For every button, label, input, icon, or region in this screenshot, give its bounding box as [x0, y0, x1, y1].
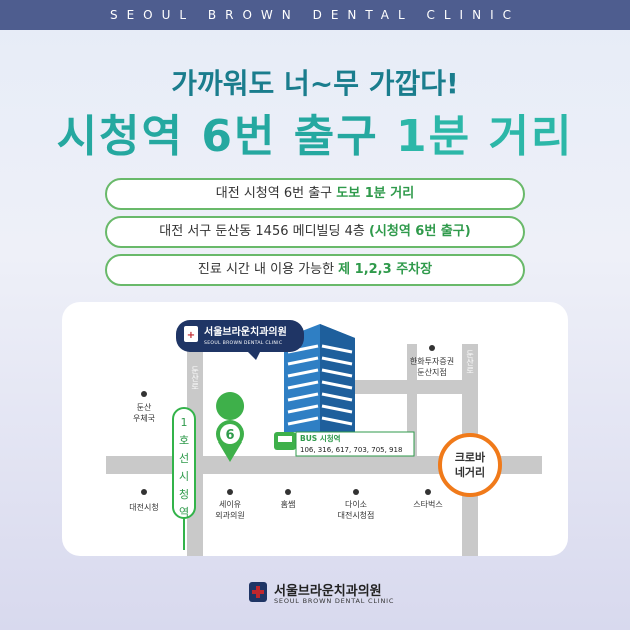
info-pill-walk: 대전 시청역 6번 출구 도보 1분 거리 [105, 178, 525, 210]
landmark-label: 세이유 [219, 499, 241, 509]
footer-clinic-name-ko: 서울브라운치과의원 [274, 584, 382, 599]
subway-char: 시 [179, 470, 189, 483]
footer-clinic-logo: 서울브라운치과의원 SEOUL BROWN DENTAL CLINIC [248, 580, 398, 610]
road-side-street [407, 344, 417, 456]
road-horizontal-main [106, 456, 542, 474]
top-banner: SEOUL BROWN DENTAL CLINIC [0, 0, 630, 30]
bus-stop-title: BUS 시청역 [300, 433, 341, 443]
clinic-building-icon [284, 324, 355, 432]
landmark-post-office: 둔산 우체국 [133, 391, 155, 423]
headline-station-exit: 시청역 6번 출구 [56, 111, 379, 162]
headline-main: 시청역 6번 출구 1분 거리 [0, 100, 630, 164]
footer-clinic-name-en: SEOUL BROWN DENTAL CLINIC [274, 597, 395, 605]
clinic-map-badge: + 서울브라운치과의원 SEOUL BROWN DENTAL CLINIC [176, 320, 304, 360]
landmark-label: 둔산지점 [417, 367, 446, 377]
info-pill-highlight: 제 1,2,3 주차장 [338, 262, 433, 277]
location-map: 둔산로 둔산로 + 서울브라운치과의원 SEOUL BROWN DENTAL [62, 302, 568, 556]
clinic-badge-en: SEOUL BROWN DENTAL CLINIC [204, 340, 282, 346]
landmark-dot-icon [141, 391, 147, 397]
landmark-label: 우체국 [133, 413, 155, 423]
landmark-dot-icon [285, 489, 291, 495]
landmark-daiso: 다이소 대전시청점 [338, 489, 375, 520]
landmark-city-hall: 대전시청 [129, 489, 159, 512]
landmark-label: 다이소 [345, 499, 367, 509]
subway-line-marker: 1 호 선 시 청 역 [172, 407, 196, 550]
landmark-dot-icon [425, 489, 431, 495]
crossroad-line1: 크로바 [455, 450, 486, 464]
subway-char: 청 [179, 488, 189, 501]
clinic-badge-ko: 서울브라운치과의원 [204, 325, 287, 338]
landmark-label: 홈쌤 [281, 499, 296, 509]
info-pill-text: 대전 시청역 6번 출구 [215, 186, 337, 201]
crossroad-marker: 크로바 네거리 [438, 433, 502, 497]
headline-distance: 1분 거리 [396, 111, 574, 162]
map-canvas: 둔산로 둔산로 + 서울브라운치과의원 SEOUL BROWN DENTAL [106, 320, 542, 556]
landmark-homeplus: 홈쌤 [281, 489, 296, 509]
road-label-left: 둔산로 [190, 366, 199, 390]
subway-char: 선 [179, 452, 189, 465]
landmark-dot-icon [227, 489, 233, 495]
landmark-label: 둔산 [137, 402, 152, 412]
landmark-label: 대전시청점 [338, 510, 375, 520]
landmark-label: 스타벅스 [413, 499, 442, 509]
crossroad-line2: 네거리 [455, 465, 485, 479]
landmark-label: 한화투자증권 [410, 356, 454, 366]
clinic-logo-icon [184, 326, 198, 342]
subway-char: 역 [179, 506, 189, 519]
landmark-dot-icon [141, 489, 147, 495]
info-pill-address: 대전 서구 둔산동 1456 메디빌딩 4층 (시청역 6번 출구) [105, 216, 525, 248]
bus-routes: 106, 316, 617, 703, 705, 918 [300, 446, 402, 454]
bus-stop: BUS 시청역 106, 316, 617, 703, 705, 918 [274, 431, 415, 457]
landmark-seiu: 세이유 외과의원 [215, 489, 245, 520]
info-pill-text: 진료 시간 내 이용 가능한 [197, 262, 339, 277]
subway-char: 1 [181, 416, 188, 429]
landmark-dot-icon [353, 489, 359, 495]
exit-number: 6 [225, 428, 234, 443]
landmark-label: 대전시청 [129, 502, 158, 512]
info-pill-highlight: (시청역 6번 출구) [368, 224, 471, 239]
info-pill-text: 대전 서구 둔산동 1456 메디빌딩 4층 [159, 224, 369, 239]
landmark-label: 외과의원 [215, 510, 244, 520]
exit-6-pin-icon: 6 [216, 392, 245, 462]
clinic-logo-mark: + [187, 330, 195, 341]
subway-char: 호 [179, 434, 189, 447]
info-pill-parking: 진료 시간 내 이용 가능한 제 1,2,3 주차장 [105, 254, 525, 286]
landmark-dot-icon [429, 345, 435, 351]
road-label-right: 둔산로 [465, 350, 474, 374]
landmark-starbucks: 스타벅스 [413, 489, 443, 509]
headline-tagline: 가까워도 너~무 가깝다! [171, 67, 459, 100]
clinic-logo-icon [249, 582, 267, 602]
info-pill-highlight: 도보 1분 거리 [336, 186, 415, 201]
landmark-securities: 한화투자증권 둔산지점 [410, 345, 454, 377]
clinic-name-en-header: SEOUL BROWN DENTAL CLINIC [109, 8, 520, 22]
